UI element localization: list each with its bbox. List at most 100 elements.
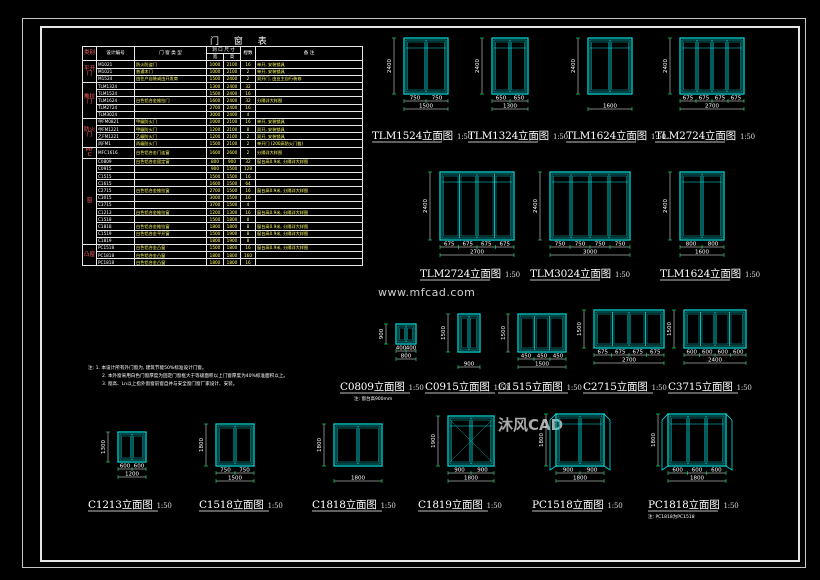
window-pane bbox=[559, 417, 579, 463]
elevation-title-text: TLM2724立面图 bbox=[420, 268, 501, 280]
total-width-label: 800 bbox=[401, 354, 412, 360]
segment-dimension-label: 650 bbox=[496, 96, 507, 102]
elevation-title-text: TLM1624立面图 bbox=[660, 268, 741, 280]
elevation-scale: 1:50 bbox=[504, 271, 520, 279]
elevation-title-text: C0915立面图 bbox=[425, 381, 490, 393]
elevation-title-text: C0809立面图 bbox=[340, 381, 405, 393]
elevation-title-text: PC1818立面图 bbox=[648, 499, 720, 511]
segment-dimension-label: 450 bbox=[537, 354, 548, 360]
schedule-height: 1800 bbox=[222, 251, 242, 260]
header-category: 类别 bbox=[82, 45, 97, 62]
segment-dimension-label: 675 bbox=[633, 350, 644, 356]
segment-dimension-label: 600 bbox=[718, 350, 729, 356]
elevation-scale: 1:50 bbox=[736, 384, 752, 392]
segment-dimension-label: 600 bbox=[711, 468, 722, 474]
height-dimension-label: 1800 bbox=[651, 433, 657, 447]
window-pane bbox=[407, 327, 413, 341]
watermark-brand: 沐风CAD bbox=[498, 416, 564, 434]
segment-dimension-label: 750 bbox=[410, 96, 421, 102]
height-dimension-label: 2400 bbox=[663, 199, 669, 213]
elevation-scale: 1:50 bbox=[408, 384, 424, 392]
height-dimension-label: 900 bbox=[379, 328, 385, 339]
elevation-title-text: C1819立面图 bbox=[418, 499, 483, 511]
watermark-logo: 沐风CAD bbox=[498, 414, 563, 435]
segment-dimension-label: 900 bbox=[477, 468, 488, 474]
segment-dimension-label: 450 bbox=[521, 354, 532, 360]
window-pane bbox=[553, 175, 570, 237]
total-width-label: 1800 bbox=[690, 476, 704, 482]
schedule-notes: 注: 1. 本设计所有外门窗为, 建筑节能50%标准设计门窗。 2. 本外窗采用… bbox=[88, 365, 368, 389]
total-width-label: 2400 bbox=[708, 358, 722, 364]
total-width-label: 1200 bbox=[125, 472, 139, 478]
height-dimension-label: 2400 bbox=[423, 199, 429, 213]
schedule-remark: 单开门 (200高防火门槛) bbox=[255, 139, 364, 148]
header-opening-size: 洞 口 尺 寸 bbox=[205, 45, 242, 55]
total-width-label: 1600 bbox=[695, 250, 709, 256]
segment-dimension-label: 650 bbox=[514, 96, 525, 102]
elevation-scale: 1:50 bbox=[486, 502, 502, 510]
height-dimension-label: 2400 bbox=[571, 59, 577, 73]
window-pane bbox=[683, 41, 696, 91]
total-width-label: 1800 bbox=[351, 476, 365, 482]
window-pane bbox=[646, 313, 661, 345]
height-dimension-label: 2400 bbox=[475, 59, 481, 73]
total-width-label: 1600 bbox=[603, 104, 617, 110]
bay-side-wall bbox=[549, 413, 557, 471]
window-pane bbox=[613, 313, 628, 345]
window-pane bbox=[630, 313, 645, 345]
height-dimension-label: 1800 bbox=[199, 438, 205, 452]
pc1818-note: 注: PC1818为PC1518 bbox=[648, 515, 695, 520]
elevation-scale: 1:50 bbox=[552, 133, 568, 141]
total-width-label: 2700 bbox=[622, 358, 636, 364]
bay-side-wall bbox=[661, 413, 669, 471]
segment-dimension-label: 600 bbox=[672, 468, 683, 474]
elevation-title-text: C1518立面图 bbox=[199, 499, 264, 511]
c0809-note: 注: 窗台高900mm bbox=[354, 397, 393, 402]
elevation-scale: 1:50 bbox=[723, 502, 739, 510]
segment-dimension-label: 675 bbox=[598, 350, 609, 356]
segment-dimension-label: 900 bbox=[454, 468, 465, 474]
casement-swing-line bbox=[470, 419, 493, 463]
segment-dimension-label: 750 bbox=[220, 468, 231, 474]
total-width-label: 1800 bbox=[573, 476, 587, 482]
segment-dimension-label: 675 bbox=[444, 242, 455, 248]
window-frame bbox=[491, 37, 529, 95]
window-frame bbox=[587, 37, 633, 95]
segment-dimension-label: 800 bbox=[686, 242, 697, 248]
window-pane bbox=[427, 41, 445, 91]
schedule-category: 推拉门 bbox=[82, 81, 97, 119]
elevation-scale: 1:50 bbox=[156, 502, 172, 510]
segment-dimension-label: 675 bbox=[615, 350, 626, 356]
window-pane bbox=[472, 419, 491, 463]
height-dimension-label: 2400 bbox=[533, 199, 539, 213]
window-frame bbox=[395, 323, 417, 345]
window-pane bbox=[460, 175, 476, 237]
segment-dimension-label: 750 bbox=[575, 242, 586, 248]
window-pane bbox=[698, 41, 711, 91]
segment-dimension-label: 600 bbox=[733, 350, 744, 356]
height-dimension-label: 1500 bbox=[577, 322, 583, 336]
total-width-label: 1500 bbox=[228, 476, 242, 482]
segment-dimension-label: 675 bbox=[481, 242, 492, 248]
segment-dimension-label: 600 bbox=[702, 350, 713, 356]
window-frame bbox=[549, 171, 631, 241]
window-frame bbox=[683, 309, 747, 349]
elevation-title-text: TLM3024立面图 bbox=[530, 268, 611, 280]
elevation-scale: 1:50 bbox=[739, 133, 755, 141]
window-frame bbox=[593, 309, 665, 349]
window-pane bbox=[687, 313, 700, 345]
elevation-scale: 1:50 bbox=[651, 384, 667, 392]
segment-dimension-label: 750 bbox=[615, 242, 626, 248]
